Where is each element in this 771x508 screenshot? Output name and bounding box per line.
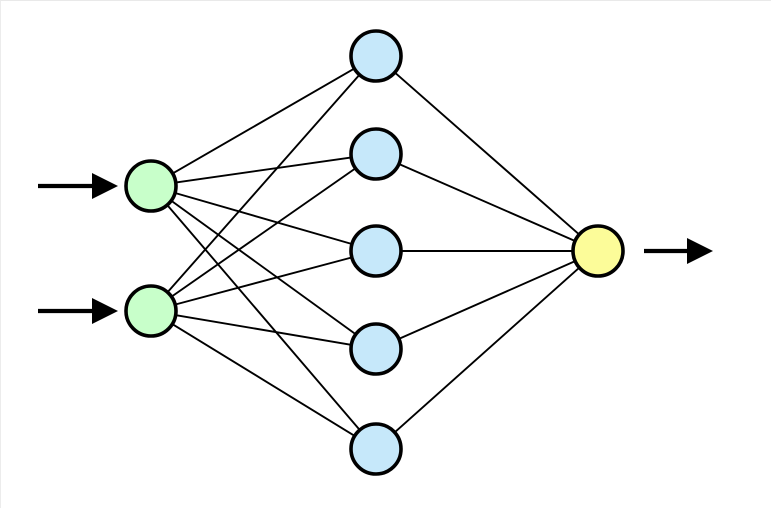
output-node-circle[interactable] <box>571 224 625 278</box>
edge-i1-to-h3 <box>172 191 355 246</box>
hidden-node-circle[interactable] <box>349 422 403 476</box>
edge-i2-to-h1 <box>165 72 362 295</box>
node-h5[interactable] <box>349 422 403 476</box>
edge-h2-to-o1 <box>396 162 578 243</box>
edge-i1-to-h4 <box>169 199 358 336</box>
nodes-group <box>124 29 625 476</box>
input-arrow <box>38 173 118 199</box>
input-node-circle[interactable] <box>124 159 178 213</box>
arrow-head-icon <box>92 173 118 199</box>
node-h2[interactable] <box>349 127 403 181</box>
arrow-head-icon <box>687 238 713 264</box>
edges-group <box>165 66 582 438</box>
hidden-node-circle[interactable] <box>349 29 403 83</box>
edge-i2-to-h4 <box>173 314 354 346</box>
output-arrow <box>644 238 713 264</box>
node-h1[interactable] <box>349 29 403 83</box>
edge-i1-to-h5 <box>165 203 362 432</box>
node-o1[interactable] <box>571 224 625 278</box>
edge-h1-to-o1 <box>392 70 582 237</box>
edge-h5-to-o1 <box>392 265 582 435</box>
edge-h4-to-o1 <box>396 259 578 341</box>
arrow-head-icon <box>92 298 118 324</box>
io-arrows-group <box>38 173 713 324</box>
node-i1[interactable] <box>124 159 178 213</box>
input-arrow <box>38 298 118 324</box>
edge-i2-to-h3 <box>173 256 354 306</box>
edge-i2-to-h2 <box>169 166 358 299</box>
hidden-node-circle[interactable] <box>349 322 403 376</box>
node-i2[interactable] <box>124 284 178 338</box>
input-node-circle[interactable] <box>124 284 178 338</box>
edge-i1-to-h1 <box>170 66 357 176</box>
edge-i1-to-h2 <box>173 156 354 184</box>
edge-i2-to-h5 <box>170 322 357 438</box>
hidden-node-circle[interactable] <box>349 224 403 278</box>
node-h4[interactable] <box>349 322 403 376</box>
node-h3[interactable] <box>349 224 403 278</box>
hidden-node-circle[interactable] <box>349 127 403 181</box>
